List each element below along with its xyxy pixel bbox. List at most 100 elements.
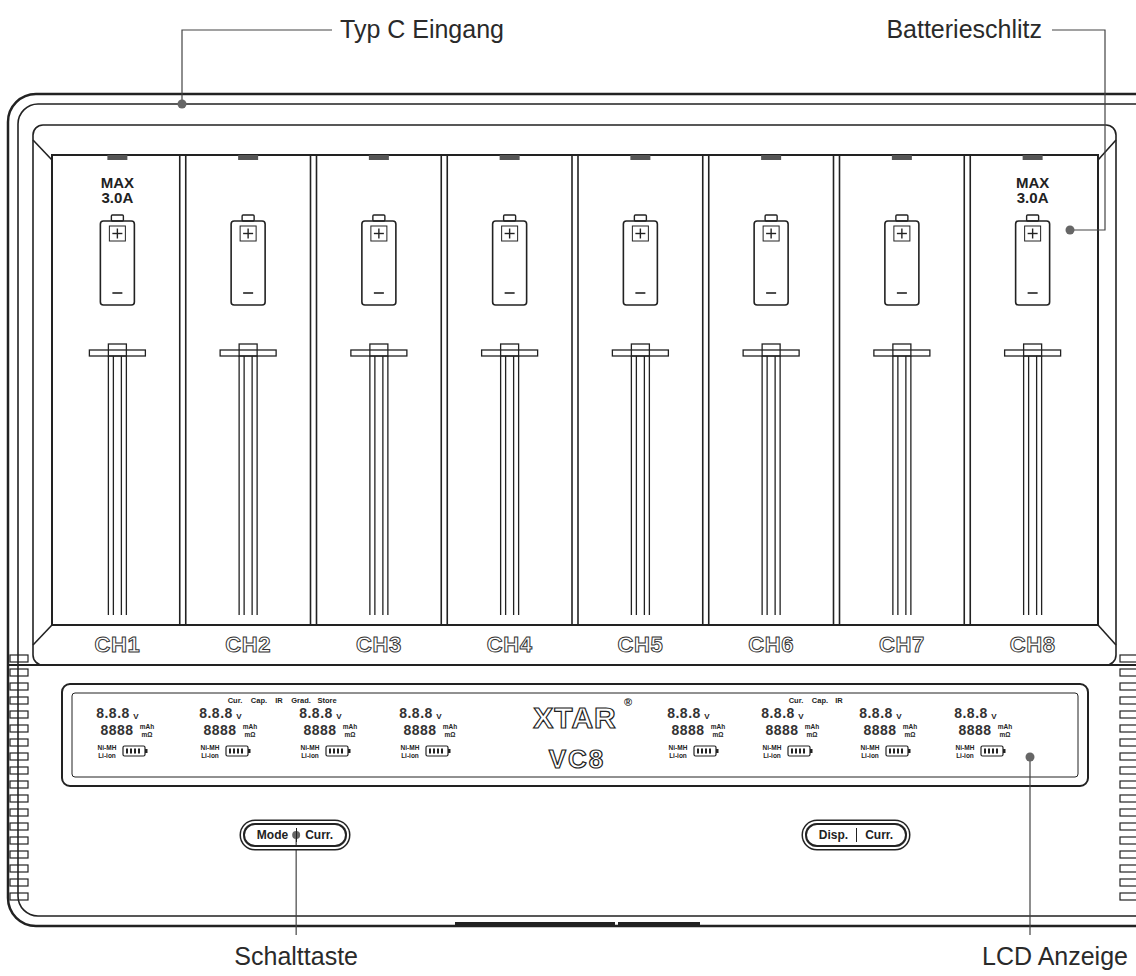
spring-contact-tab (631, 344, 649, 356)
lcd-battery-nub (248, 749, 251, 753)
battery-icon-nub (634, 215, 646, 221)
minus-sign (766, 292, 776, 294)
lcd-digits: 8.8.8 (199, 706, 233, 721)
unit-label: mAh (903, 723, 917, 730)
spring-rail (1028, 356, 1029, 615)
base-foot (455, 922, 615, 926)
button-label: Curr. (296, 828, 341, 842)
unit-label: mAh (998, 723, 1012, 730)
grip-rib (10, 767, 28, 774)
spring-rail (897, 356, 898, 615)
spring-rail (905, 356, 906, 615)
lcd-battery-icon (226, 746, 248, 756)
unit-label: V (798, 713, 803, 722)
chemistry-label: Li-ion (669, 752, 687, 759)
grip-rib (10, 711, 28, 718)
lcd-digits: 8888 (403, 723, 436, 738)
minus-sign (243, 292, 253, 294)
spring-rail (374, 356, 375, 615)
unit-label: mΩ (142, 731, 153, 738)
leader-dot (1066, 226, 1075, 235)
chemistry-label: Ni-MH (401, 744, 420, 751)
spring-rail (766, 356, 767, 615)
grip-rib (1120, 697, 1136, 704)
unit-label: mAh (243, 723, 257, 730)
lcd-battery-icon (326, 746, 348, 756)
lcd-battery-bar (333, 749, 335, 754)
battery-icon (623, 221, 657, 305)
bay-bevel (33, 140, 52, 160)
chemistry-label: Li-ion (201, 752, 219, 759)
lcd-battery-bar (237, 749, 239, 754)
lcd-battery-bar (701, 749, 703, 754)
callout-label: Typ C Eingang (340, 16, 504, 44)
channel-label: CH3 (356, 633, 402, 657)
leader-line (182, 30, 332, 104)
top-contact (369, 155, 389, 160)
battery-icon (754, 221, 788, 305)
spring-rail (644, 356, 645, 615)
lcd-battery-bar (329, 749, 331, 754)
housing-outline (8, 94, 1136, 926)
spring-rail (910, 356, 911, 615)
button-label: Disp. (811, 828, 856, 842)
minus-sign (897, 292, 907, 294)
spring-rail (387, 356, 388, 615)
spring-rail (500, 356, 501, 615)
grip-rib (10, 823, 28, 830)
spring-contact-head (89, 350, 145, 356)
spring-rail (518, 356, 519, 615)
battery-icon (100, 221, 134, 305)
model-name: VC8 (549, 745, 606, 774)
spring-rail (513, 356, 514, 615)
lcd-digits: 8.8.8 (96, 706, 130, 721)
panel-divider (8, 664, 1136, 666)
slot-divider (316, 155, 318, 625)
unit-label: mΩ (1000, 731, 1011, 738)
lcd-battery-bar (126, 749, 128, 754)
lcd-battery-nub (716, 749, 719, 753)
lcd-battery-bar (433, 749, 435, 754)
spring-rail (382, 356, 383, 615)
slot-divider (577, 155, 579, 625)
leader-line (296, 835, 297, 935)
unit-label: mΩ (445, 731, 456, 738)
top-contact (500, 155, 520, 160)
unit-label: mΩ (713, 731, 724, 738)
spring-contact-head (743, 350, 799, 356)
chemistry-label: Li-ion (301, 752, 319, 759)
chemistry-label: Ni-MH (956, 744, 975, 751)
unit-label: mΩ (245, 731, 256, 738)
plus-sign (1032, 229, 1033, 239)
unit-label: V (133, 713, 138, 722)
grip-rib (10, 683, 28, 690)
push-button: ModeCurr. (243, 823, 347, 847)
chemistry-label: Ni-MH (669, 744, 688, 751)
lcd-battery-bar (233, 749, 235, 754)
spring-rail (892, 356, 893, 615)
battery-icon-nub (373, 215, 385, 221)
slot-divider (702, 155, 704, 625)
channel-label: CH4 (487, 633, 533, 657)
plus-box (632, 226, 648, 241)
spring-contact-tab (1024, 344, 1042, 356)
bay-bevel (1098, 625, 1116, 645)
battery-icon-nub (242, 215, 254, 221)
lcd-battery-bar (337, 749, 339, 754)
top-contact (892, 155, 912, 160)
lcd-digits: 8888 (671, 723, 704, 738)
unit-label: V (336, 713, 341, 722)
lcd-battery-bar (134, 749, 136, 754)
lcd-header: IR (835, 697, 843, 705)
spring-contact-head (351, 350, 407, 356)
unit-label: mAh (343, 723, 357, 730)
lcd-battery-bar (709, 749, 711, 754)
lcd-battery-bar (901, 749, 903, 754)
spring-rail (505, 356, 506, 615)
lcd-battery-bar (241, 749, 243, 754)
lcd-digits: 8.8.8 (954, 706, 988, 721)
battery-bay (33, 125, 1116, 665)
lcd-battery-bar (897, 749, 899, 754)
lcd-battery-bar (791, 749, 793, 754)
slot-divider (440, 155, 442, 625)
